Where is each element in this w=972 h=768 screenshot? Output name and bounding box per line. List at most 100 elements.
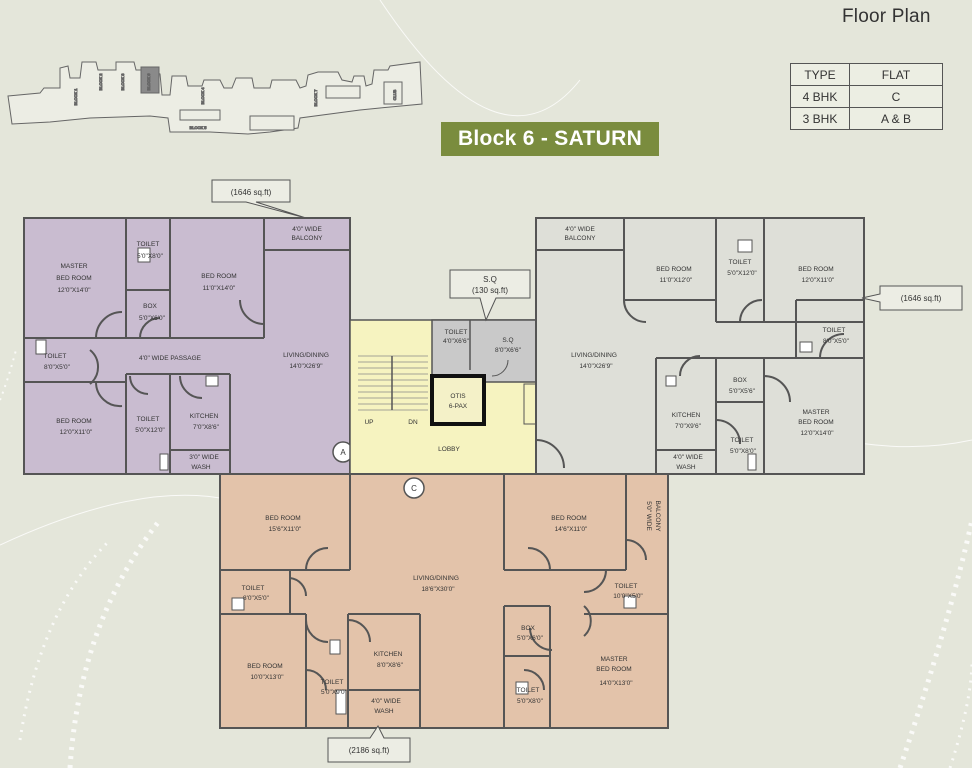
key-site-plan: BLOCK 1 BLOCK 2 BLOCK 3 BLOCK 4 BLOCK 5 … [7, 61, 423, 135]
room-dimension: 14'0"X26'9" [289, 363, 323, 370]
room-dimension: 8'0"X5'0" [243, 595, 270, 602]
stair-down-label: DN [408, 419, 418, 426]
page-title: Floor Plan [842, 6, 931, 27]
room-label: 5'0" WIDE [645, 501, 652, 531]
room-label: BALCONY [291, 235, 323, 242]
room-label: LIVING/DINING [283, 352, 329, 359]
room-label: LIVING/DINING [571, 352, 617, 359]
room-label: 4'0" WIDE [673, 454, 703, 461]
room-label: TOILET [242, 585, 265, 592]
room-dimension: 5'0"X12'0" [727, 270, 757, 277]
room-label: BED ROOM [798, 419, 833, 426]
room-label: MASTER [60, 263, 87, 270]
table-header-cell: TYPE [790, 63, 850, 86]
room-dimension: 15'6"X11'0" [269, 526, 302, 533]
site-label: BLOCK 1 [73, 88, 78, 106]
site-label: BLOCK 2 [98, 73, 103, 91]
room-label: TOILET [823, 327, 846, 334]
room-label: KITCHEN [374, 651, 403, 658]
room-dimension: 5'0"X5'6" [729, 388, 756, 395]
site-label: CLUB [392, 89, 397, 100]
room-label: 4'0" WIDE [371, 698, 401, 705]
room-label: 4'0" WIDE [292, 226, 322, 233]
flat-b: 4'0" WIDE BALCONY BED ROOM 11'0"X12'0" T… [535, 217, 963, 475]
room-dimension: 11'0"X12'0" [660, 277, 693, 284]
room-label: TOILET [517, 687, 540, 694]
marker-c: C [411, 484, 417, 493]
block-banner: Block 6 - SATURN [441, 122, 659, 156]
room-dimension: 5'0"X6'0" [139, 315, 166, 322]
room-label: BOX [733, 377, 747, 384]
flat-a: A MASTER BED ROOM 12'0"X14'0" TOILET 5'0… [23, 179, 354, 475]
room-dimension: 14'6"X11'0" [555, 526, 588, 533]
area-callout-c: (2186 sq.ft) [349, 746, 390, 755]
room-label: BOX [143, 303, 157, 310]
room-dimension: 10'0"X5'0" [613, 593, 643, 600]
sq-callout-area: (130 sq.ft) [472, 286, 508, 295]
room-label: BED ROOM [247, 663, 282, 670]
room-dimension: 14'0"X13'0" [599, 680, 633, 687]
room-label: TOILET [137, 241, 160, 248]
table-cell: A & B [849, 107, 943, 130]
site-label: BLOCK 6 [146, 73, 151, 91]
room-label: LIVING/DINING [413, 575, 459, 582]
room-label: WASH [676, 464, 696, 471]
room-dimension: 5'0"X12'0" [135, 427, 165, 434]
room-dimension: 14'0"X26'9" [579, 363, 613, 370]
lift-label: 6-PAX [449, 403, 468, 410]
core-lobby: B TOILET 4'0"X6'6" S.Q 8'0"X6'6" OTIS 6-… [349, 269, 559, 475]
room-dimension: 7'0"X9'6" [675, 423, 702, 430]
stair-up-label: UP [364, 419, 373, 426]
room-dimension: 5'0"X8'0" [137, 253, 164, 260]
room-label: TOILET [44, 353, 67, 360]
room-label: TOILET [321, 679, 344, 686]
room-label: BED ROOM [56, 418, 91, 425]
room-dimension: 4'0"X6'6" [443, 338, 470, 345]
site-label: BLOCK 4 [200, 87, 205, 105]
room-label: S.Q [502, 337, 513, 344]
room-label: BED ROOM [551, 515, 586, 522]
room-label: TOILET [137, 416, 160, 423]
room-dimension: 11'0"X14'0" [203, 285, 236, 292]
room-label: 3'0" WIDE [189, 454, 219, 461]
table-cell: C [849, 85, 943, 108]
sq-callout-title: S.Q [483, 275, 497, 284]
room-label: 4'0" WIDE [565, 226, 595, 233]
room-label: BED ROOM [798, 266, 833, 273]
room-label: MASTER [600, 656, 627, 663]
room-label: BED ROOM [265, 515, 300, 522]
room-dimension: 7'0"X8'6" [193, 424, 220, 431]
area-callout-a: (1646 sq.ft) [231, 188, 272, 197]
room-dimension: 5'0"X8'0" [730, 448, 757, 455]
room-label: BED ROOM [201, 273, 236, 280]
table-header-row: TYPE FLAT [790, 63, 943, 86]
room-dimension: 12'0"X11'0" [60, 429, 93, 436]
room-dimension: 8'0"X5'0" [44, 364, 71, 371]
table-row: 4 BHK C [790, 85, 943, 108]
room-label: TOILET [731, 437, 754, 444]
room-dimension: 8'0"X8'6" [377, 662, 404, 669]
room-label: 4'0" WIDE PASSAGE [139, 355, 202, 362]
lobby-label: LOBBY [438, 446, 460, 453]
room-label: BALCONY [564, 235, 596, 242]
room-label: BED ROOM [596, 666, 631, 673]
room-label: WASH [374, 708, 394, 715]
room-dimension: 12'0"X14'0" [800, 430, 834, 437]
room-label: TOILET [615, 583, 638, 590]
room-dimension: 8'0"X5'0" [823, 338, 850, 345]
room-label: KITCHEN [190, 413, 219, 420]
table-cell: 3 BHK [790, 107, 850, 130]
room-label: TOILET [729, 259, 752, 266]
room-dimension: 5'0"X8'0" [517, 698, 544, 705]
room-label: BED ROOM [656, 266, 691, 273]
room-label: MASTER [802, 409, 829, 416]
room-dimension: 12'0"X14'0" [57, 287, 91, 294]
area-callout-b: (1646 sq.ft) [901, 294, 942, 303]
marker-a: A [340, 448, 346, 457]
room-dimension: 8'0"X6'6" [495, 347, 522, 354]
site-label: BLOCK 3 [120, 73, 125, 91]
room-label: KITCHEN [672, 412, 701, 419]
table-header-cell: FLAT [849, 63, 943, 86]
room-dimension: 18'6"X30'0" [421, 586, 455, 593]
